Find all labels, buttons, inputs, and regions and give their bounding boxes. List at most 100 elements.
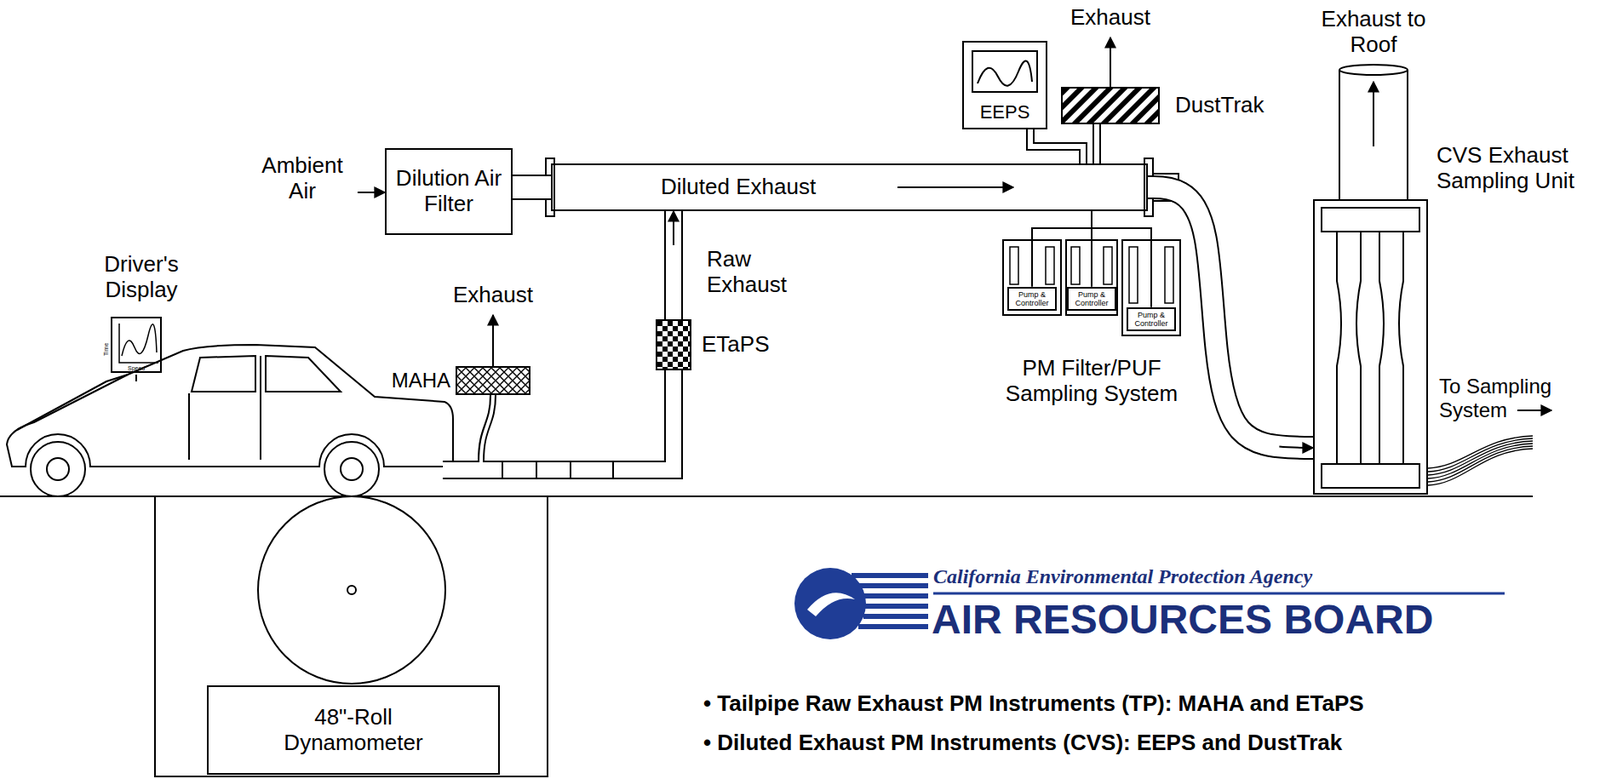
- flow-arrow: [897, 186, 1014, 189]
- connector-outline: [1147, 187, 1314, 448]
- sample-line: [1427, 448, 1533, 486]
- sample-line: [1032, 211, 1092, 287]
- logo-stripes: [851, 575, 929, 627]
- connector-bore: [665, 211, 682, 320]
- unit-label: CVS Exhaust Sampling Unit: [1436, 143, 1589, 195]
- pump-label: Pump & Controller: [1010, 290, 1054, 309]
- connector-outline: [512, 174, 551, 201]
- display-monitor: Driver's Display: [110, 316, 162, 373]
- sample-line-bundle: [1427, 435, 1533, 486]
- connector-outline: [1092, 124, 1102, 164]
- eeps-trace: [977, 61, 1033, 87]
- roll-hub: [347, 585, 356, 595]
- bullet-note: • Tailpipe Raw Exhaust PM Instruments (T…: [703, 691, 1365, 717]
- tailpipe-duct-inner: [442, 370, 674, 471]
- wheel-hub: [340, 458, 363, 481]
- duct-connector: [512, 187, 551, 189]
- dilution-tunnel: Diluted Exhaust: [550, 163, 1148, 212]
- dyno-roll: [258, 496, 446, 684]
- floor-line: [0, 495, 1533, 498]
- pump-box: Pump & Controller: [1066, 286, 1117, 312]
- duct-connector: [1030, 129, 1084, 164]
- pump-box: Pump & Controller: [1007, 286, 1057, 312]
- connector-bore: [1147, 187, 1314, 448]
- pump-label: Pump & Controller: [1070, 290, 1113, 309]
- edge-label: Raw Exhaust: [706, 246, 801, 299]
- wheel-hub: [46, 458, 69, 481]
- axis-label: Speed: [127, 365, 145, 373]
- bullet-note: • Diluted Exhaust PM Instruments (CVS): …: [703, 730, 1342, 757]
- box-label: EEPS: [980, 101, 1031, 123]
- pattern-fill: [457, 367, 529, 394]
- raised-hood: [17, 374, 128, 431]
- sampling-arrow: [1517, 409, 1552, 412]
- duct-coupling: [502, 460, 614, 480]
- pump-label: Pump & Controller: [1129, 310, 1173, 329]
- axis-label: Time: [103, 343, 110, 356]
- instrument-box: ETaPS: [655, 319, 692, 371]
- pattern-fill: [1062, 88, 1159, 123]
- sampling-label: To Sampling System: [1439, 374, 1576, 422]
- connector-bore: [1030, 129, 1084, 164]
- air-label: Ambient Air: [246, 153, 358, 205]
- maha-sample-tube-inner: [481, 395, 494, 463]
- arb-logo: [794, 567, 1505, 640]
- duct-connector: [673, 211, 675, 320]
- box-label: 48"-Roll Dynamometer: [279, 705, 429, 757]
- connector-bore: [512, 176, 551, 199]
- roof-arrow: [1372, 81, 1375, 147]
- display-label: Driver's Display: [88, 252, 195, 304]
- tailpipe-duct: [442, 370, 674, 471]
- exhaust-label: Exhaust: [441, 282, 545, 309]
- sample-line: [1091, 211, 1152, 308]
- instrument-box: MAHA: [455, 366, 531, 396]
- pattern-rect: [457, 367, 529, 394]
- cvs-header: [1321, 207, 1420, 232]
- instrument-label: ETaPS: [701, 332, 770, 358]
- box-label: Diluted Exhaust: [660, 174, 816, 201]
- eeps-screen: [972, 51, 1038, 92]
- dyno-pit: [154, 496, 548, 777]
- connector-outline: [1032, 211, 1092, 287]
- roof-exhaust-pipe: [1339, 69, 1408, 200]
- display-axes: [119, 323, 159, 363]
- connector-outline: [664, 211, 683, 320]
- pipe-opening: [1339, 64, 1408, 75]
- venturi-tube: [1336, 231, 1404, 465]
- board-name: AIR RESOURCES BOARD: [931, 597, 1434, 643]
- display-trace: [121, 324, 157, 356]
- instrument-box: DustTrak: [1060, 86, 1160, 125]
- pattern-rect: [1062, 88, 1159, 123]
- connector-outline: [1091, 211, 1152, 308]
- car-window: [191, 355, 256, 392]
- connector-outline: [1030, 129, 1084, 164]
- flow-arrow: [672, 211, 675, 320]
- exhaust-label: Exhaust: [1059, 5, 1162, 31]
- instrument-label: DustTrak: [1175, 92, 1265, 119]
- pump-box: Pump & Controller: [1126, 307, 1176, 333]
- box-label: Dilution Air Filter: [393, 166, 505, 218]
- duct-connector: [1096, 124, 1098, 164]
- logo-swirl: [807, 592, 855, 617]
- exhaust-label: Exhaust to Roof: [1305, 6, 1442, 58]
- duct-connector: [1147, 187, 1314, 448]
- logo-rule: [933, 592, 1505, 596]
- cvs-header: [1321, 464, 1420, 488]
- pattern-rect: [657, 321, 690, 369]
- agency-name: California Environmental Protection Agen…: [933, 565, 1313, 590]
- filter-box: Dilution Air Filter: [384, 148, 513, 236]
- car-window: [265, 355, 341, 392]
- display-stand: [135, 374, 138, 382]
- instrument-box: EEPS: [962, 40, 1048, 130]
- connector-bore: [1094, 124, 1100, 164]
- dynamometer-box: 48"-Roll Dynamometer: [206, 685, 500, 775]
- logo-disc: [794, 567, 866, 640]
- exhaust-arrow: [1109, 37, 1112, 87]
- door-line: [189, 355, 261, 460]
- flow-arrow: [1147, 187, 1314, 448]
